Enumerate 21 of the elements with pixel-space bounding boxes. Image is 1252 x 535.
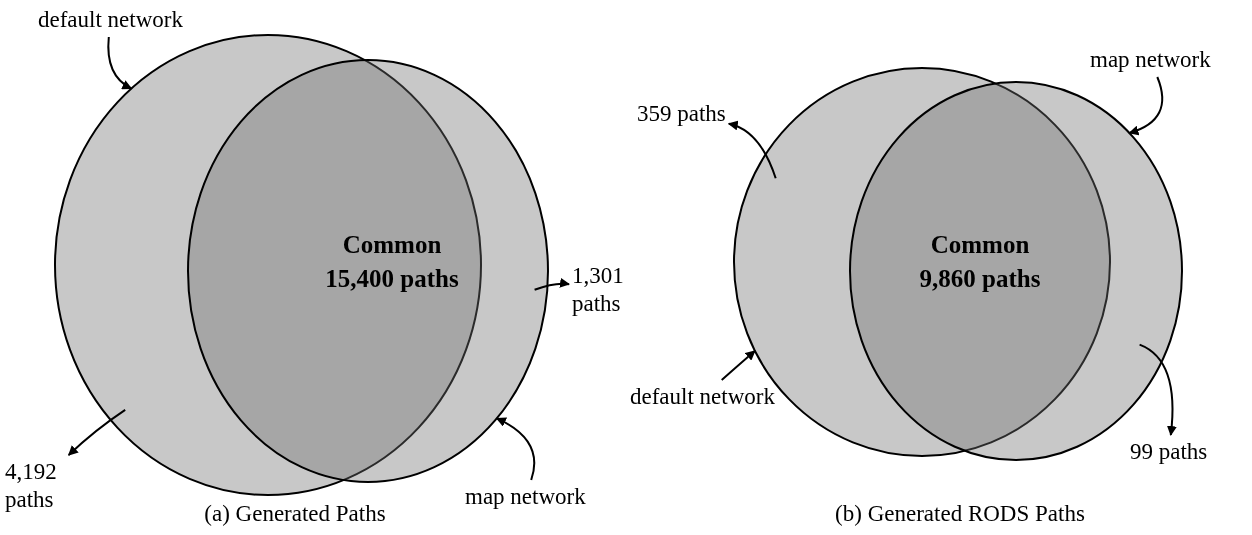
arrow — [727, 121, 777, 180]
count-label: 99 paths — [1130, 438, 1208, 466]
set-label: map network — [1090, 46, 1211, 74]
count-label: 359 paths — [637, 100, 726, 128]
arrow — [107, 36, 133, 90]
arrow — [495, 417, 536, 481]
arrow — [67, 408, 127, 456]
set-label: default network — [630, 383, 775, 411]
arrow — [720, 350, 756, 381]
panel-caption: (b) Generated RODS Paths — [834, 500, 1086, 528]
set-label: default network — [38, 6, 183, 34]
overlap-label: Common 15,400 paths — [324, 230, 460, 294]
arrow — [1128, 76, 1164, 135]
overlap-label: Common 9,860 paths — [918, 230, 1042, 294]
arrow — [1138, 343, 1177, 436]
count-label: 1,301 paths — [572, 262, 642, 318]
panel-caption: (a) Generated Paths — [203, 500, 387, 528]
count-label: 4,192 paths — [5, 458, 67, 514]
arrow — [533, 278, 570, 291]
venn-circle — [186, 58, 550, 484]
set-label: map network — [465, 483, 586, 511]
